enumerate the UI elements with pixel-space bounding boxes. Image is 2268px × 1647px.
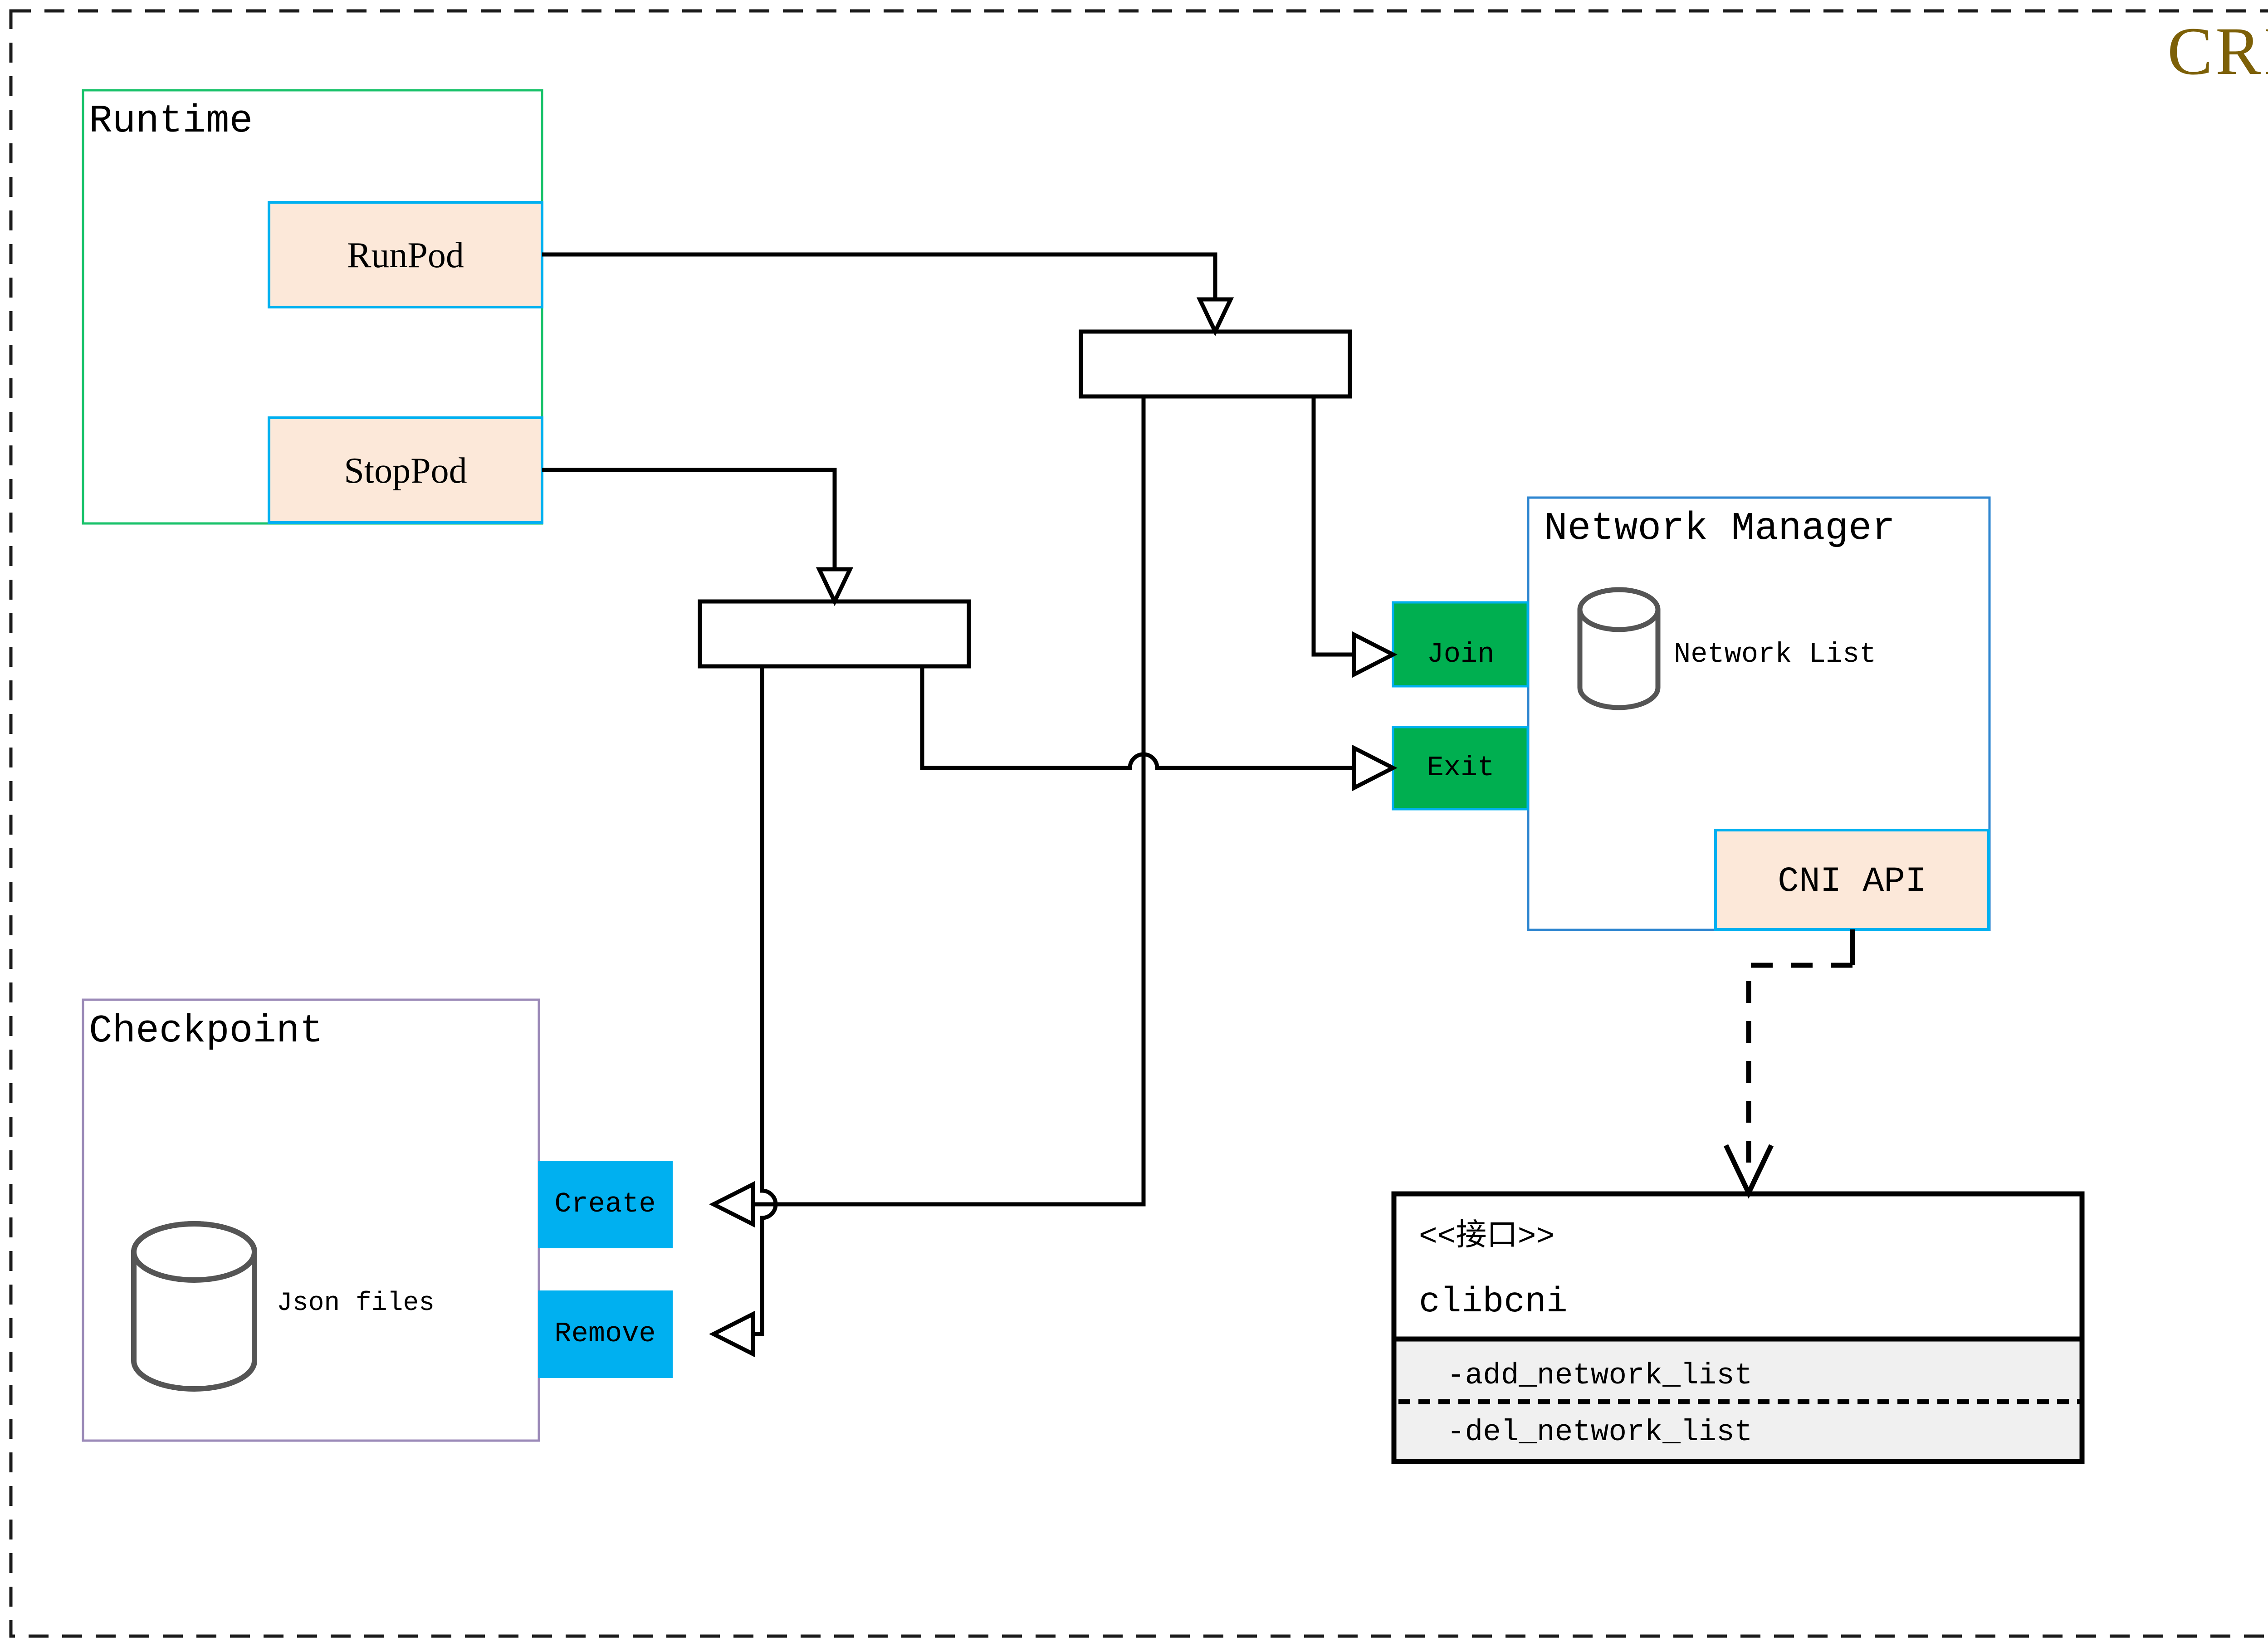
edge-junction-left-to-remove (753, 666, 778, 1336)
outer-frame (9, 9, 2268, 1638)
arrowhead-junction-top (1196, 297, 1234, 337)
arrowhead-junction-left (816, 567, 854, 606)
edge-cni-api-to-clibcni-dashed (1746, 963, 1853, 1166)
arrowhead-create (709, 1181, 755, 1228)
edge-junction-top-to-create (753, 396, 1146, 1207)
arrowhead-exit (1352, 744, 1398, 792)
cni-api-box[interactable] (1714, 829, 1990, 931)
method-box-create[interactable] (538, 1161, 673, 1248)
edge-stoppod-to-junction-left (542, 468, 837, 569)
method-box-join[interactable] (1392, 601, 1529, 688)
edge-runpod-to-junction-top (542, 252, 1217, 299)
cylinder-icon-network-list (1577, 587, 1661, 710)
arrowhead-join (1352, 631, 1398, 678)
junction-top (1079, 329, 1352, 399)
arrowhead-clibcni (1724, 1144, 1774, 1199)
arrowhead-remove (709, 1310, 755, 1358)
method-box-remove[interactable] (538, 1290, 673, 1378)
edge-junction-left-to-exit (920, 666, 1354, 770)
method-box-exit[interactable] (1392, 726, 1529, 811)
method-box-runpod[interactable] (268, 201, 543, 308)
edge-junction-top-to-join (1311, 396, 1354, 657)
method-box-stoppod[interactable] (268, 416, 543, 524)
cylinder-icon-json-files (131, 1221, 257, 1392)
junction-left (698, 599, 971, 669)
